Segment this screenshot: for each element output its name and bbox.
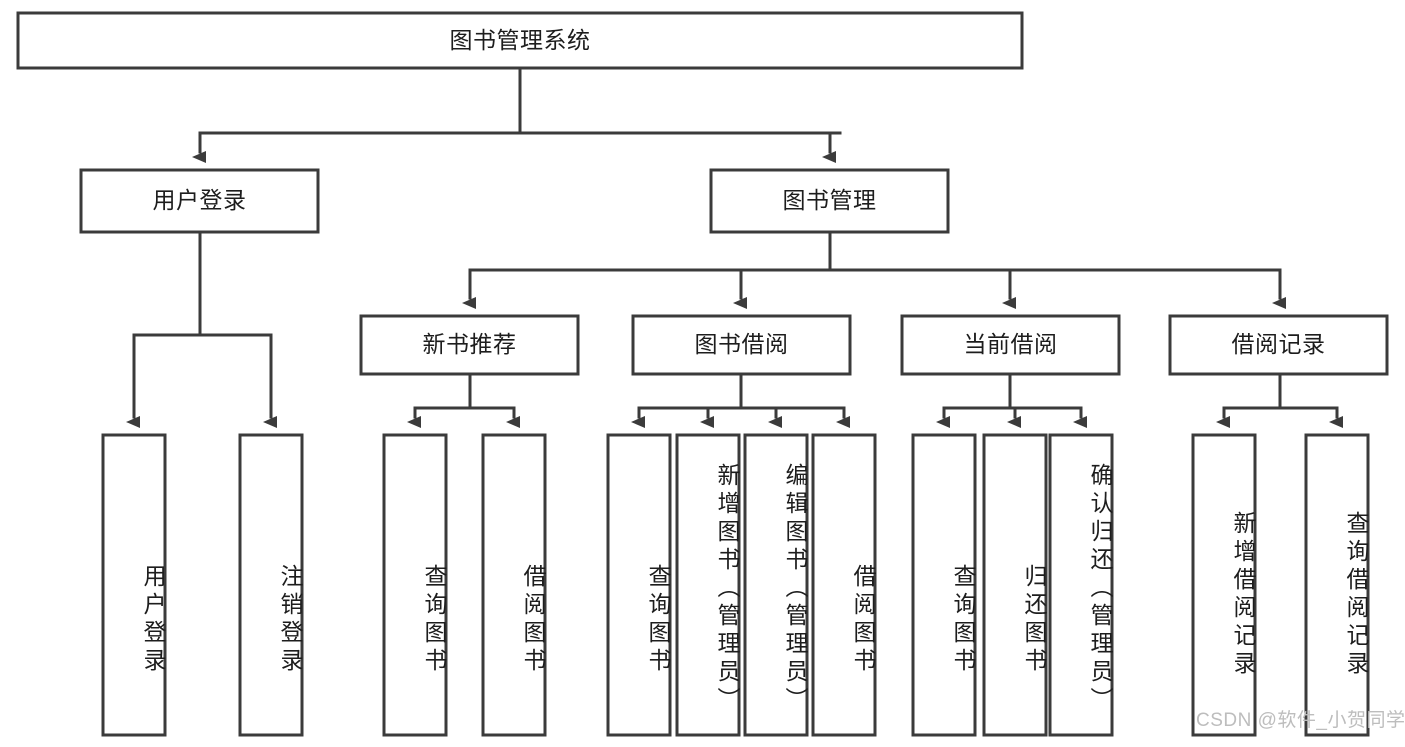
connector-book-borrow-to-leaves xyxy=(631,372,850,428)
leaf-add-borrow-record-box[interactable] xyxy=(1191,433,1257,737)
node-user-login-box[interactable] xyxy=(79,168,320,234)
connector-new-book-recommend-to-leaves xyxy=(407,372,520,428)
leaf-return-book-box[interactable] xyxy=(982,433,1048,737)
connector-user-login-to-leaves xyxy=(126,230,277,428)
leaf-add-book-admin-box[interactable] xyxy=(675,433,741,737)
node-book-borrow-box[interactable] xyxy=(631,314,852,376)
leaf-query-book-new-box[interactable] xyxy=(382,433,448,737)
leaf-confirm-return-admin-box[interactable] xyxy=(1048,433,1114,737)
node-boxes xyxy=(16,11,1389,737)
connector-borrow-record-to-leaves xyxy=(1216,372,1343,428)
node-root-box[interactable] xyxy=(16,11,1024,70)
connector-current-borrow-to-leaves xyxy=(936,372,1087,428)
node-borrow-record-box[interactable] xyxy=(1168,314,1389,376)
connector-book-management-to-level3 xyxy=(462,230,1286,309)
node-new-book-recommend-box[interactable] xyxy=(359,314,580,376)
node-current-borrow-box[interactable] xyxy=(900,314,1121,376)
node-book-management-box[interactable] xyxy=(709,168,950,234)
leaf-query-book-borrow-box[interactable] xyxy=(606,433,672,737)
leaf-user-login-box[interactable] xyxy=(101,433,167,737)
csdn-watermark: CSDN @软件_小贺同学 xyxy=(1196,710,1405,731)
leaf-borrow-book-new-box[interactable] xyxy=(481,433,547,737)
leaf-edit-book-admin-box[interactable] xyxy=(743,433,809,737)
leaf-borrow-book-box[interactable] xyxy=(811,433,877,737)
leaf-query-book-current-box[interactable] xyxy=(911,433,977,737)
leaf-query-borrow-record-box[interactable] xyxy=(1304,433,1370,737)
connector-root-to-level2 xyxy=(192,66,842,163)
leaf-logout-box[interactable] xyxy=(238,433,304,737)
